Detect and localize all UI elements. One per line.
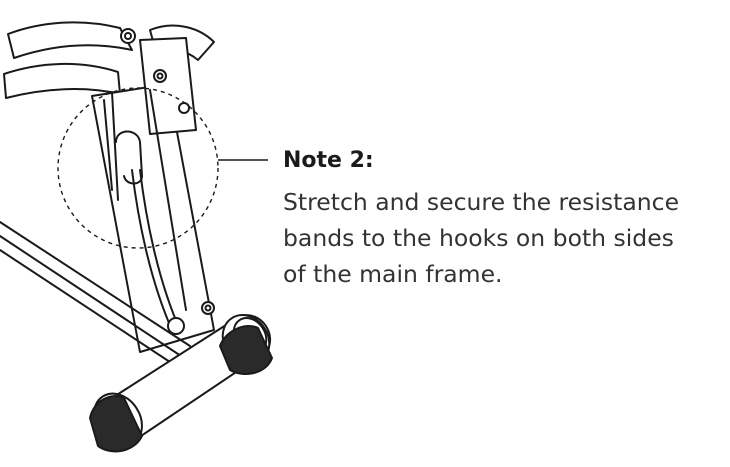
note-body: Stretch and secure the resistance bands …: [283, 184, 723, 292]
top-bracket: [139, 37, 197, 135]
note-line: bands to the hooks on both sides: [283, 224, 674, 252]
note-line: Stretch and secure the resistance: [283, 188, 680, 216]
note-line: of the main frame.: [283, 260, 503, 288]
note-title: Note 2:: [283, 148, 374, 173]
resistance-band: [131, 169, 181, 331]
foot-stabilizer-roller: [89, 314, 273, 453]
handlebar-upper: [7, 21, 133, 59]
detail-callout-circle: [57, 87, 219, 249]
hook: [115, 130, 143, 185]
diagonal-rod: [0, 221, 191, 367]
handlebar-lower: [3, 62, 121, 99]
